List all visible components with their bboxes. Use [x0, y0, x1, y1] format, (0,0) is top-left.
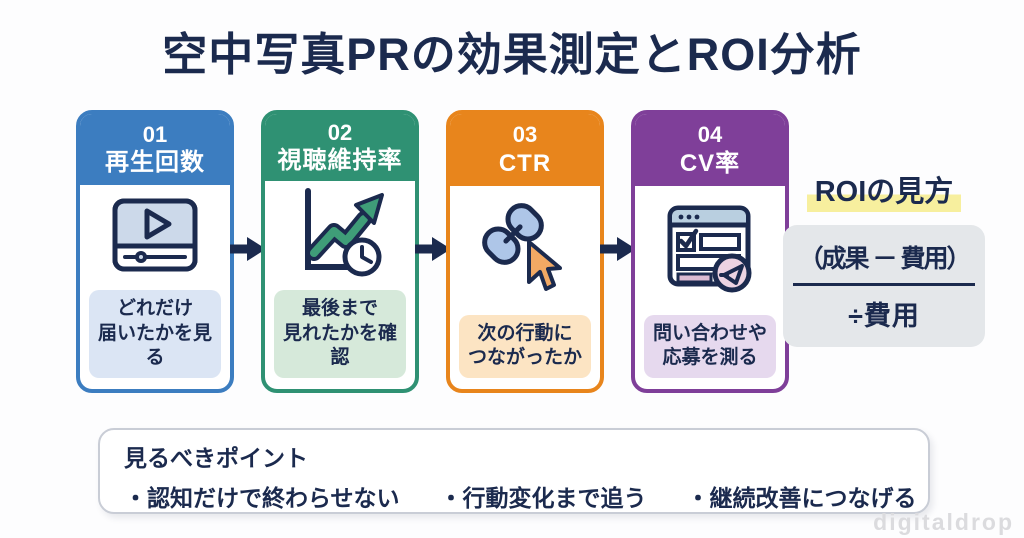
step-icon-area: [635, 186, 785, 315]
page-title: 空中写真PRの効果測定とROI分析: [162, 29, 862, 80]
watermark: digitaldrop: [873, 509, 1014, 535]
steps-flow: 01 再生回数 どれだけ 届いたかを見る: [76, 110, 789, 393]
step-caption-line2: つながったか: [467, 347, 582, 369]
step-caption: どれだけ 届いたかを見る: [89, 289, 221, 378]
step-label: CV率: [679, 149, 741, 177]
roi-formula-denominator: ÷費用: [848, 301, 920, 331]
step-caption-line1: 最後まで: [301, 297, 378, 319]
step-caption-line2: 応募を測る: [662, 347, 758, 369]
step-caption-line2: 届いたかを見る: [97, 322, 212, 369]
key-point-item: ・継続改善につなげる: [686, 485, 917, 511]
flow-arrow: [599, 110, 636, 393]
step-card-header: 01 再生回数: [80, 114, 230, 185]
step-card-header: 02 視聴維持率: [265, 114, 415, 181]
key-points-box: 見るべきポイント ・認知だけで終わらせない ・行動変化まで追う ・継続改善につな…: [98, 428, 930, 514]
step-label: CTR: [498, 149, 552, 177]
step-caption-line2: 見れたかを確認: [282, 322, 397, 369]
step-label: 視聴維持率: [277, 147, 403, 175]
step-caption: 次の行動に つながったか: [459, 314, 591, 378]
step-caption-line1: 問い合わせや: [652, 322, 767, 344]
step-card-ctr: 03 CTR 次の行動に つながったか: [446, 110, 604, 393]
step-card-retention: 02 視聴維持率 最後まで 見れたかを確認: [261, 110, 419, 393]
step-caption-line1: 次の行動に: [477, 322, 573, 344]
link-cursor-icon: [473, 196, 577, 305]
roi-formula-numerator: （成果 － 費用）: [792, 239, 976, 286]
key-point-item: ・認知だけで終わらせない: [124, 485, 400, 511]
step-caption: 問い合わせや 応募を測る: [644, 314, 776, 378]
growth-chart-clock-icon: [288, 181, 392, 290]
step-number: 03: [512, 122, 538, 148]
step-icon-area: [450, 186, 600, 315]
key-points-list: ・認知だけで終わらせない ・行動変化まで追う ・継続改善につなげる: [124, 479, 917, 513]
roi-heading: ROIの見方: [806, 168, 962, 212]
roi-section: ROIの見方 （成果 － 費用） ÷費用: [779, 168, 989, 347]
step-icon-area: [265, 181, 415, 290]
key-points-heading: 見るべきポイント: [124, 445, 308, 471]
step-card-header: 03 CTR: [450, 114, 600, 186]
form-submit-icon: [658, 196, 762, 305]
step-caption-line1: どれだけ: [116, 297, 193, 319]
arrow-right-icon: [413, 234, 453, 269]
step-label: 再生回数: [105, 149, 205, 177]
flow-arrow: [229, 110, 266, 393]
video-player-icon: [103, 185, 207, 290]
roi-formula-box: （成果 － 費用） ÷費用: [783, 225, 985, 347]
arrow-right-icon: [598, 234, 638, 269]
step-card-header: 04 CV率: [635, 114, 785, 186]
step-number: 04: [697, 122, 723, 148]
step-number: 02: [327, 119, 353, 145]
step-icon-area: [80, 185, 230, 290]
arrow-right-icon: [228, 234, 268, 269]
flow-arrow: [414, 110, 451, 393]
step-card-play-count: 01 再生回数 どれだけ 届いたかを見る: [76, 110, 234, 393]
step-card-cv-rate: 04 CV率: [631, 110, 789, 393]
step-caption: 最後まで 見れたかを確認: [274, 289, 406, 378]
key-point-item: ・行動変化まで追う: [439, 485, 647, 511]
step-number: 01: [142, 121, 168, 147]
